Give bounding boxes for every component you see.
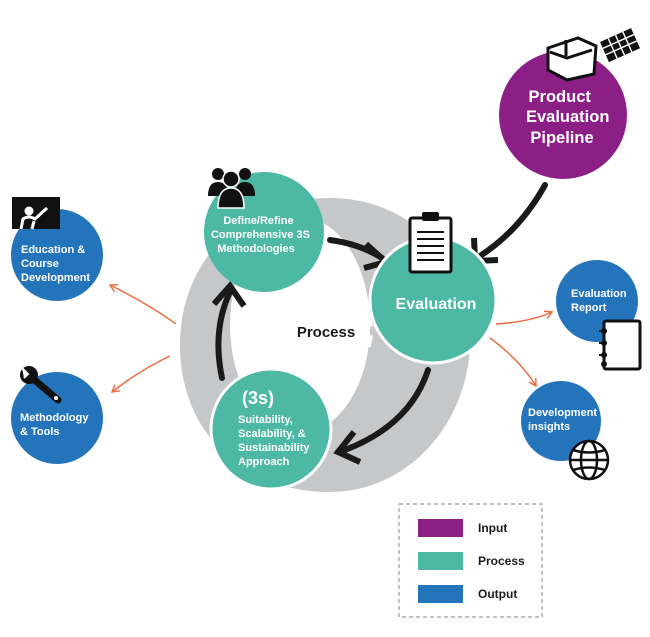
education-node-circle: [11, 209, 103, 301]
define-node-line: Methodologies: [217, 243, 295, 255]
education-node-line: Education &: [21, 244, 85, 256]
legend-swatch-output: [418, 585, 463, 603]
legend-label-process: Process: [478, 554, 525, 568]
development-insights-node-circle: [521, 381, 601, 461]
process-center-label: Process: [297, 324, 355, 341]
approach-node-line: Approach: [238, 456, 290, 468]
education-node-label: Education & Course Development: [21, 244, 90, 284]
approach-node-line: Sustainability: [238, 442, 310, 454]
development-insights-node-label: Development insights: [528, 407, 600, 433]
legend-label-output: Output: [478, 587, 517, 601]
arrow-input-to-evaluation: [477, 182, 548, 259]
legend-item: Process: [418, 552, 525, 570]
methodology-node-line: & Tools: [20, 426, 60, 438]
development-insights-node-line: insights: [528, 421, 570, 433]
methodology-node-label: Methodology & Tools: [20, 412, 92, 438]
approach-node-heading: (3s): [242, 388, 274, 408]
arrow-to-education: [108, 283, 177, 325]
approach-node-line: Scalability, &: [238, 428, 306, 440]
arrowhead-evaluation-to-approach: [333, 430, 362, 465]
education-node-line: Course: [21, 258, 59, 270]
presentation-board-icon: [12, 197, 60, 230]
people-group-icon: [208, 168, 255, 209]
output-arrows: [108, 283, 554, 393]
evaluation-report-node-label: Evaluation Report: [571, 288, 630, 314]
arrow-to-evaluation-report: [495, 310, 554, 325]
input-node-label: Product Evaluation Pipeline: [526, 88, 614, 147]
arrow-to-development-insights: [489, 337, 537, 388]
define-node-line: Define/Refine: [223, 215, 293, 227]
methodology-node-line: Methodology: [20, 412, 89, 424]
input-node-line: Evaluation: [526, 108, 609, 126]
define-node-line: Comprehensive 3S: [211, 229, 310, 241]
arrow-evaluation-to-approach: [342, 367, 431, 453]
legend-swatch-input: [418, 519, 463, 537]
input-node-circle: [499, 51, 627, 179]
legend-item: Input: [418, 519, 507, 537]
legend-label-input: Input: [478, 521, 507, 535]
evaluation-report-node-line: Evaluation: [571, 288, 627, 300]
arrow-approach-to-define: [215, 289, 233, 381]
input-node-line: Product: [529, 88, 592, 106]
product-box-and-solar-panel-icon: [546, 28, 641, 82]
arrowhead-approach-to-define: [211, 281, 247, 308]
evaluation-report-node-line: Report: [571, 302, 607, 314]
legend-swatch-process: [418, 552, 463, 570]
education-node-line: Development: [21, 272, 90, 284]
clipboard-icon: [408, 212, 453, 274]
globe-icon: [568, 439, 610, 481]
wrench-icon: [20, 366, 62, 404]
define-node-label: Define/Refine Comprehensive 3S Methodolo…: [211, 215, 313, 255]
approach-node-circle: [209, 367, 333, 491]
development-insights-node-line: Development: [528, 407, 597, 419]
approach-node-line: Suitability,: [238, 414, 293, 426]
methodology-node-circle: [11, 372, 103, 464]
gear-icon: [278, 284, 374, 378]
notebook-icon: [599, 319, 642, 371]
arrow-to-methodology: [110, 355, 171, 393]
approach-node-label: Suitability, Scalability, & Sustainabili…: [238, 414, 313, 468]
input-node-line: Pipeline: [530, 129, 593, 147]
legend-item: Output: [418, 585, 517, 603]
evaluation-node-label: Evaluation: [396, 296, 477, 313]
